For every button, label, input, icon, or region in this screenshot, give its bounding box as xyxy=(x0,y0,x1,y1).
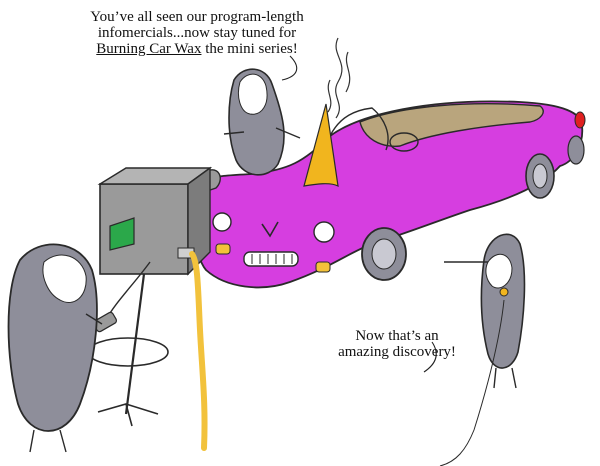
right-headlight xyxy=(313,221,335,243)
wax-machine xyxy=(87,166,221,427)
car-interior xyxy=(359,103,544,147)
convertible-car xyxy=(195,100,586,289)
bottom-caption: Now that’s an amazing discovery! xyxy=(322,328,472,360)
right-fog-light xyxy=(315,261,331,273)
bottom-caption-line-2: amazing discovery! xyxy=(338,344,456,360)
left-headlight xyxy=(212,212,232,232)
speech-line-bottom xyxy=(423,341,437,373)
hood-emblem xyxy=(261,221,279,238)
top-caption-line-1: You’ve all seen our program-length xyxy=(90,9,304,25)
penguin-top xyxy=(223,68,301,176)
microphone xyxy=(499,287,509,297)
bottom-caption-line-1: Now that’s an xyxy=(355,328,439,344)
car-body xyxy=(195,100,584,289)
top-caption-line-3: Burning Car Wax the mini series! xyxy=(82,41,312,57)
yellow-power-cord xyxy=(189,251,208,451)
top-caption: You’ve all seen our program-length infom… xyxy=(82,9,312,57)
penguin-right xyxy=(439,233,526,466)
top-caption-line-3-rest: the mini series! xyxy=(201,41,298,57)
steering-wheel xyxy=(389,132,419,152)
penguin-left xyxy=(7,243,103,453)
tail-light xyxy=(574,111,586,129)
mic-cable xyxy=(439,299,505,466)
machine-screen xyxy=(109,217,135,251)
left-fog-light xyxy=(215,243,231,255)
top-caption-line-2: infomercials...now stay tuned for xyxy=(97,25,297,41)
burning-wax-cone xyxy=(303,103,339,188)
machine-ring xyxy=(87,337,169,367)
smoke-wisps xyxy=(327,37,351,119)
series-title: Burning Car Wax xyxy=(96,41,202,57)
speech-line-top xyxy=(281,55,298,81)
windshield xyxy=(329,107,389,151)
